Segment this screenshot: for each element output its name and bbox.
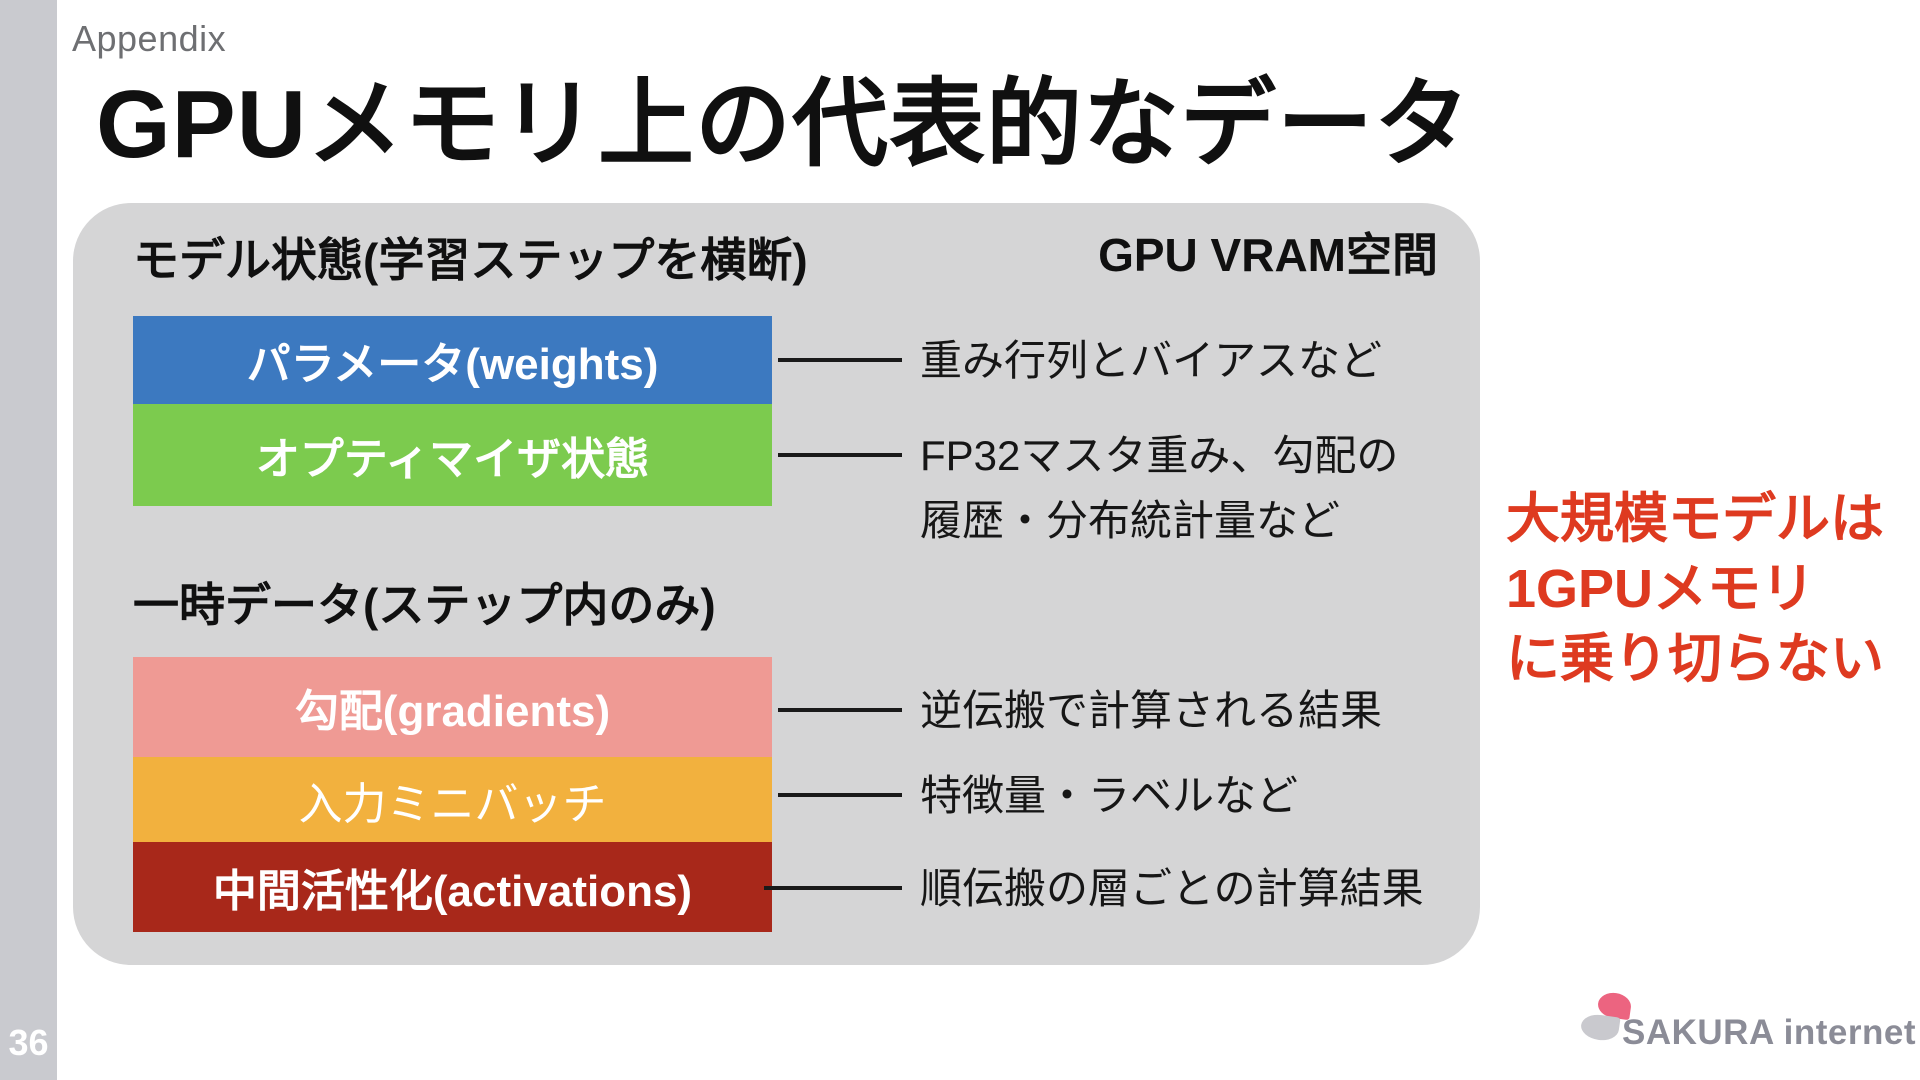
connector-line-activations xyxy=(764,886,902,890)
block-optimizer-state-label: オプティマイザ状態 xyxy=(255,435,650,484)
desc-activations-line: 順伝搬の層ごとの計算結果 xyxy=(920,865,1424,912)
block-gradients: 勾配(gradients) xyxy=(133,657,772,757)
page-number: 36 xyxy=(8,1022,49,1063)
page-number-strip xyxy=(0,0,57,1080)
sakura-internet-wordmark: SAKURA internet xyxy=(1622,1013,1916,1052)
callout-line-3: に乗り切らない xyxy=(1506,629,1884,689)
callout-large-model-warning: 大規模モデルは 1GPUメモリ に乗り切らない xyxy=(1506,484,1884,694)
gpu-vram-space-label: GPU VRAM空間 xyxy=(1098,229,1438,281)
desc-optimizer-state: FP32マスタ重み、勾配の 履歴・分布統計量など xyxy=(920,423,1398,553)
block-parameters: パラメータ(weights) xyxy=(133,316,772,404)
block-optimizer-state: オプティマイザ状態 xyxy=(133,404,772,506)
desc-gradients-line: 逆伝搬で計算される結果 xyxy=(920,687,1383,734)
connector-line-gradients xyxy=(778,708,902,712)
connector-line-minibatch xyxy=(778,793,902,797)
desc-parameters-line: 重み行列とバイアスなど xyxy=(920,337,1383,384)
model-state-heading: モデル状態(学習ステップを横断) xyxy=(133,234,808,286)
connector-line-parameters xyxy=(778,358,902,362)
desc-input-minibatch: 特徴量・ラベルなど xyxy=(920,763,1298,828)
desc-parameters: 重み行列とバイアスなど xyxy=(920,328,1382,393)
connector-line-optimizer xyxy=(778,453,902,457)
block-parameters-label: パラメータ(weights) xyxy=(246,340,659,389)
block-activations: 中間活性化(activations) xyxy=(133,842,772,932)
page-title: GPUメモリ上の代表的なデータ xyxy=(96,71,1472,178)
desc-activations: 順伝搬の層ごとの計算結果 xyxy=(920,856,1424,921)
callout-line-2: 1GPUメモリ xyxy=(1506,559,1816,619)
section-label: Appendix xyxy=(72,18,227,59)
temp-data-heading: 一時データ(ステップ内のみ) xyxy=(133,579,716,631)
desc-input-minibatch-line: 特徴量・ラベルなど xyxy=(920,772,1299,819)
block-gradients-label: 勾配(gradients) xyxy=(294,687,611,736)
sakura-internet-logo: SAKURA internet xyxy=(1579,988,1920,1058)
callout-line-1: 大規模モデルは xyxy=(1506,489,1884,549)
desc-optimizer-line-2: 履歴・分布統計量など xyxy=(920,497,1341,544)
desc-gradients: 逆伝搬で計算される結果 xyxy=(920,678,1382,743)
sakura-petal-gray-icon xyxy=(1579,1012,1621,1043)
block-input-minibatch-label: 入力ミニバッチ xyxy=(298,779,607,829)
desc-optimizer-line-1: FP32マスタ重み、勾配の xyxy=(920,432,1399,479)
block-activations-label: 中間活性化(activations) xyxy=(212,867,693,916)
block-input-minibatch: 入力ミニバッチ xyxy=(133,757,772,842)
